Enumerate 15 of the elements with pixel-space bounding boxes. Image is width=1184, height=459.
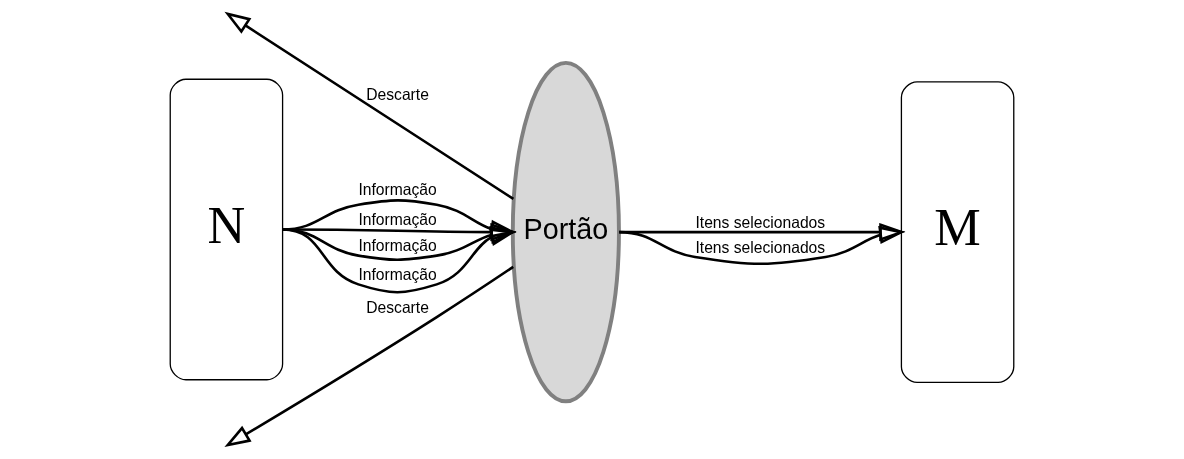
edge-label: Descarte	[366, 85, 429, 103]
node-ellipse: Portão	[510, 60, 621, 404]
arrow	[619, 225, 906, 266]
edge-label: Informação	[358, 265, 437, 283]
node-box: M	[900, 81, 1015, 384]
arrow	[224, 11, 515, 201]
edge-label: Itens selecionados	[695, 238, 826, 256]
arrow	[224, 265, 514, 448]
edge-label: Descarte	[366, 298, 429, 316]
edge-label: Informação	[358, 237, 437, 255]
arrow	[282, 199, 517, 238]
edge-label: Informação	[358, 181, 437, 199]
edge-label: Itens selecionados	[695, 213, 826, 231]
edge-label: Informação	[358, 211, 437, 229]
node-box: N	[169, 78, 284, 381]
